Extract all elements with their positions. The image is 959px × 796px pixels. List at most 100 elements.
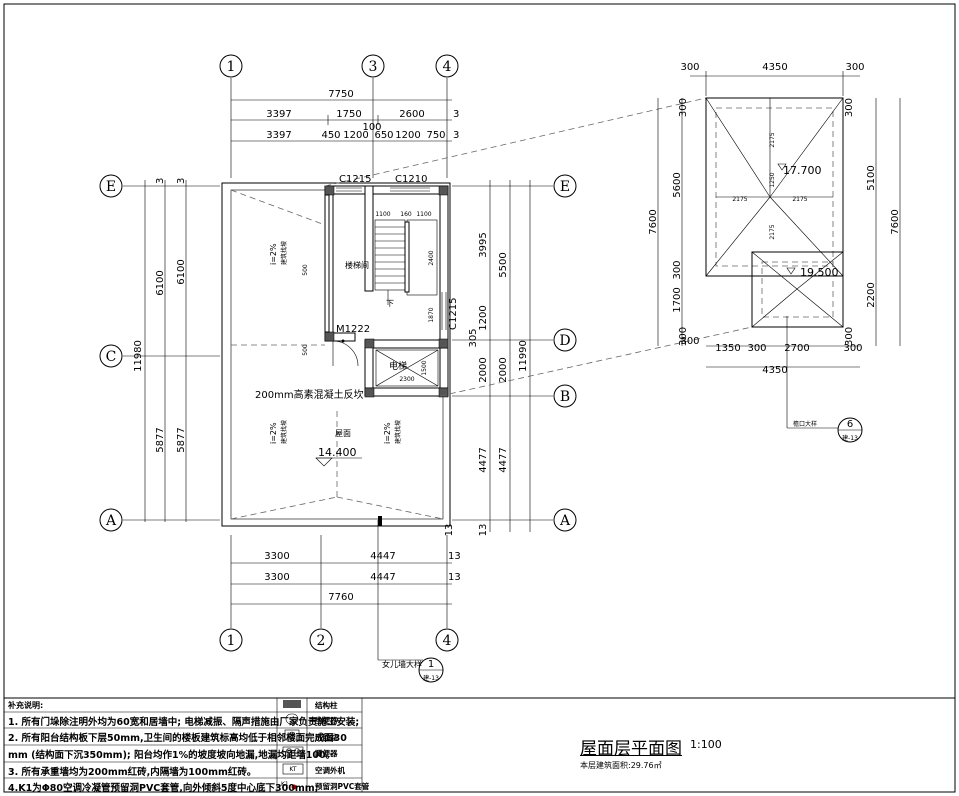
svg-text:5877: 5877 <box>176 427 187 452</box>
svg-text:4447: 4447 <box>370 572 395 583</box>
svg-text:2175: 2175 <box>769 132 776 147</box>
axis-bubble-top-4: 4 <box>435 54 459 78</box>
axis-bubble-right-e: E <box>553 174 577 198</box>
legend-symbols: KT K1 <box>281 700 304 790</box>
svg-text:3300: 3300 <box>264 572 289 583</box>
svg-text:450: 450 <box>321 130 340 141</box>
svg-text:300: 300 <box>844 98 855 117</box>
svg-text:1100: 1100 <box>375 211 390 218</box>
legend-column-swatch <box>283 700 301 708</box>
svg-text:5600: 5600 <box>672 172 683 197</box>
svg-text:建筑找坡: 建筑找坡 <box>280 420 288 444</box>
notes-rows <box>4 711 362 779</box>
legend-label-toilet: 坐便器 <box>315 716 338 725</box>
area-note: 本层建筑面积:29.76㎡ <box>580 761 662 770</box>
svg-text:1100: 1100 <box>416 211 431 218</box>
dim-bottom-total: 7760 <box>231 592 452 605</box>
elevator-shaft <box>375 349 439 387</box>
svg-text:300: 300 <box>680 62 699 73</box>
svg-text:檐口大样: 檐口大样 <box>793 420 817 428</box>
svg-text:7600: 7600 <box>890 209 901 234</box>
svg-text:女儿墙大样: 女儿墙大样 <box>382 659 422 669</box>
svg-text:100: 100 <box>362 122 381 133</box>
axis-bubble-bottom-4: 4 <box>435 628 459 652</box>
svg-text:C1215: C1215 <box>339 174 371 185</box>
svg-text:300: 300 <box>843 343 862 354</box>
svg-text:17.700: 17.700 <box>783 164 822 177</box>
svg-text:3: 3 <box>176 178 187 184</box>
svg-text:2000: 2000 <box>498 357 509 382</box>
svg-text:500: 500 <box>302 264 309 276</box>
door-m1222 <box>332 339 359 367</box>
dim-top-row1: 3397 1750 2600 3 <box>231 109 459 125</box>
axis-bubble-right-b: B <box>553 384 577 408</box>
svg-text:2175: 2175 <box>769 224 776 239</box>
svg-text:300: 300 <box>680 336 699 347</box>
svg-text:1500: 1500 <box>421 360 428 375</box>
svg-text:1250: 1250 <box>769 172 776 187</box>
note-5: 4.K1为Φ80空调冷凝管预留洞PVC套管,向外倾斜5度中心底下300mm; <box>8 783 319 794</box>
projection-line-bottom <box>439 326 753 397</box>
drawing-title: 屋面层平面图 <box>580 739 682 759</box>
note-4: 3. 所有承重墙均为200mm红砖,内隔墙为100mm红砖。 <box>8 767 257 778</box>
svg-text:2300: 2300 <box>399 376 414 383</box>
svg-text:4477: 4477 <box>498 447 509 472</box>
svg-text:300: 300 <box>747 343 766 354</box>
svg-text:3: 3 <box>453 109 459 120</box>
svg-text:M1222: M1222 <box>336 324 370 335</box>
svg-text:i=2%: i=2% <box>383 422 392 444</box>
svg-text:200mm高素混凝土反坎: 200mm高素混凝土反坎 <box>255 388 364 401</box>
svg-text:19.500: 19.500 <box>800 266 839 279</box>
dim-top-total: 7750 <box>231 89 452 101</box>
legend-label-squat: 蹲便器 <box>315 749 338 758</box>
svg-text:1200: 1200 <box>343 130 368 141</box>
svg-text:1: 1 <box>428 659 434 670</box>
window-c1215-right <box>441 292 447 330</box>
svg-text:300: 300 <box>678 98 689 117</box>
legend-label-basin: 洗脸盆 <box>315 733 338 742</box>
svg-text:C1210: C1210 <box>395 174 427 185</box>
svg-text:1700: 1700 <box>672 287 683 312</box>
svg-text:7600: 7600 <box>648 209 659 234</box>
svg-text:500: 500 <box>302 344 309 356</box>
axis-bubble-right-a: A <box>553 508 577 532</box>
svg-text:7760: 7760 <box>328 592 353 603</box>
svg-text:4350: 4350 <box>762 62 787 73</box>
svg-text:2600: 2600 <box>399 109 424 120</box>
roof-plan-labels: 300 4350 300 300 1350 300 2700 300 4350 … <box>648 62 901 442</box>
svg-text:13: 13 <box>478 524 489 537</box>
roof-parapet <box>221 182 451 527</box>
svg-text:2: 2 <box>317 633 326 649</box>
axis-bubble-bottom-1: 1 <box>219 628 243 652</box>
dim-bottom-row2: 3300 4447 13 <box>231 572 461 585</box>
svg-text:K1: K1 <box>281 781 289 788</box>
stair-flight <box>374 219 438 305</box>
legend-toilet-icon <box>285 713 299 725</box>
drawing-scale: 1:100 <box>690 738 722 751</box>
legend-label-ac: 空调外机 <box>315 766 345 775</box>
svg-text:1: 1 <box>227 59 236 75</box>
notes-heading: 补充说明: <box>8 701 44 710</box>
svg-text:建-13: 建-13 <box>842 434 858 442</box>
svg-text:1200: 1200 <box>478 305 489 330</box>
legend-ac-box <box>282 763 304 775</box>
svg-text:13: 13 <box>448 572 461 583</box>
svg-text:11990: 11990 <box>518 340 529 372</box>
elevation-marker <box>315 457 362 467</box>
axis-bubble-left-e: E <box>99 174 123 198</box>
projection-line-top <box>324 97 707 187</box>
svg-text:E: E <box>560 179 570 195</box>
svg-text:C1215: C1215 <box>448 298 459 330</box>
svg-text:电梯: 电梯 <box>389 360 407 372</box>
svg-text:11980: 11980 <box>133 340 144 372</box>
svg-text:KT: KT <box>289 766 296 773</box>
svg-text:D: D <box>559 333 570 349</box>
svg-text:建筑找坡: 建筑找坡 <box>394 420 402 444</box>
detail-ref-1 <box>418 657 444 683</box>
svg-text:13: 13 <box>444 524 455 537</box>
svg-text:5100: 5100 <box>866 165 877 190</box>
svg-text:1870: 1870 <box>428 307 435 322</box>
axis-lines-vertical <box>230 78 448 628</box>
svg-text:1350: 1350 <box>715 343 740 354</box>
